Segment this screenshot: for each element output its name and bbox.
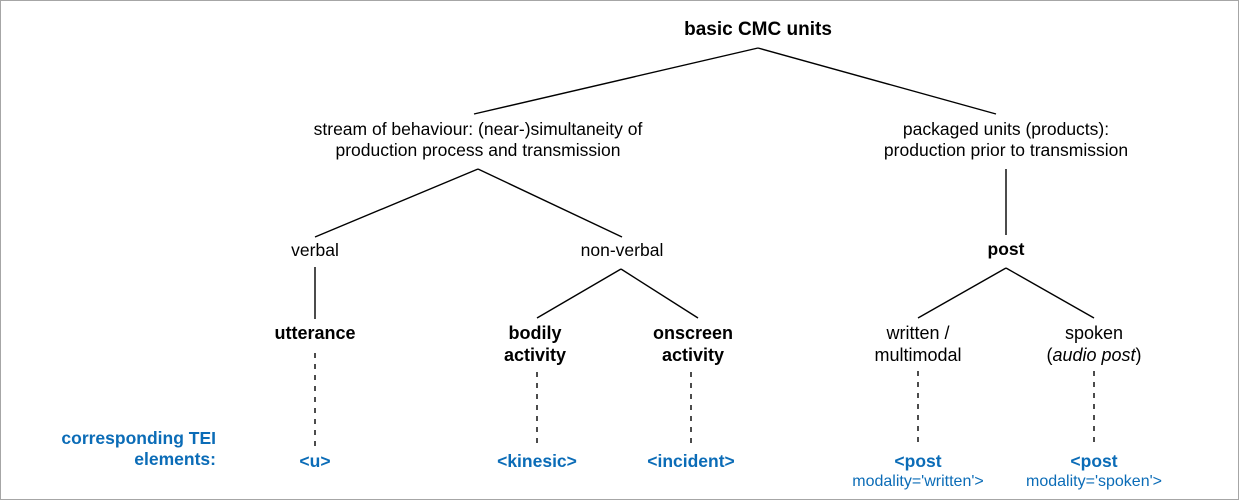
node-onscreen-activity: onscreen activity <box>653 323 733 367</box>
tei-element-post-spoken-line2: modality='spoken'> <box>1026 473 1162 490</box>
node-bodily-activity-line1: bodily <box>508 323 562 343</box>
tei-element-incident-label: <incident> <box>647 451 735 471</box>
node-stream-of-behaviour: stream of behaviour: (near-)simultaneity… <box>314 119 643 162</box>
node-utterance: utterance <box>274 323 355 345</box>
tei-caption-line2: elements: <box>134 449 216 469</box>
node-packaged-units: packaged units (products): production pr… <box>884 119 1128 162</box>
tei-element-kinesic: <kinesic> <box>497 451 577 472</box>
node-bodily-activity-line2: activity <box>503 344 567 365</box>
node-written-multimodal-line1: written / <box>886 323 950 343</box>
node-non-verbal: non-verbal <box>581 240 664 261</box>
node-verbal-label: verbal <box>291 240 339 260</box>
node-post-label: post <box>987 239 1025 259</box>
node-onscreen-activity-line2: activity <box>661 344 725 365</box>
node-written-multimodal: written / multimodal <box>874 323 961 367</box>
edge-root-to-stream <box>473 47 759 115</box>
edge-post-to-spoken <box>1005 267 1095 319</box>
edge-nonverbal-to-bodily <box>536 268 622 319</box>
tei-element-post-spoken: <post modality='spoken'> <box>1026 451 1162 491</box>
node-spoken-audio-post-italic: audio post <box>1052 344 1136 365</box>
tei-element-post-written-line2: modality='written'> <box>852 473 984 490</box>
tei-element-u: <u> <box>299 451 330 472</box>
node-spoken-audio-post-line1: spoken <box>1064 323 1124 343</box>
node-utterance-label: utterance <box>274 323 356 343</box>
tei-element-post-written: <post modality='written'> <box>852 451 984 491</box>
tei-element-u-label: <u> <box>299 451 331 471</box>
node-onscreen-activity-line1: onscreen <box>652 323 734 343</box>
node-stream-of-behaviour-line2: production process and transmission <box>335 140 621 161</box>
tei-caption-line1: corresponding TEI <box>61 428 216 448</box>
node-bodily-activity: bodily activity <box>504 323 566 367</box>
node-post: post <box>988 239 1025 260</box>
tei-caption: corresponding TEI elements: <box>21 428 216 470</box>
tei-element-kinesic-label: <kinesic> <box>497 451 577 471</box>
edge-stream-to-verbal <box>314 168 479 238</box>
node-packaged-units-line2: production prior to transmission <box>883 140 1129 161</box>
node-spoken-paren-close: ) <box>1135 344 1142 365</box>
tei-element-post-written-line1: <post <box>894 451 942 471</box>
node-spoken-paren-open: ( <box>1046 344 1053 365</box>
edge-root-to-packaged <box>757 47 997 115</box>
tei-element-incident: <incident> <box>647 451 735 472</box>
node-basic-cmc-units: basic CMC units <box>684 18 832 41</box>
node-stream-of-behaviour-line1: stream of behaviour: (near-)simultaneity… <box>313 119 643 139</box>
tei-element-post-spoken-line1: <post <box>1070 451 1118 471</box>
node-basic-cmc-units-label: basic CMC units <box>684 19 832 40</box>
edge-nonverbal-to-onscreen <box>620 268 699 319</box>
node-packaged-units-line1: packaged units (products): <box>902 119 1110 139</box>
node-verbal: verbal <box>291 240 339 261</box>
node-spoken-audio-post: spoken (audio post) <box>1046 323 1141 367</box>
edge-stream-to-nonverbal <box>477 168 623 238</box>
edge-post-to-written <box>917 267 1007 319</box>
node-spoken-audio-post-line2: (audio post) <box>1046 345 1141 367</box>
node-written-multimodal-line2: multimodal <box>874 344 962 365</box>
node-non-verbal-label: non-verbal <box>580 240 664 260</box>
